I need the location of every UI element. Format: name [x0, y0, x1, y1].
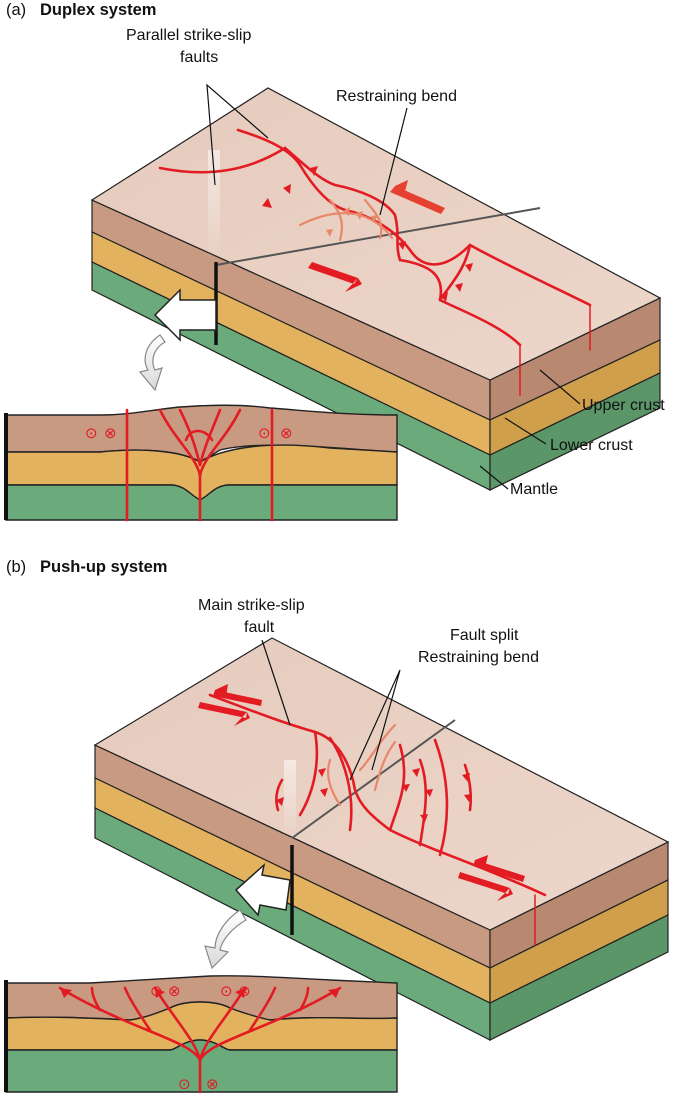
- mantle-side-a: [489, 372, 661, 491]
- out-of-page-symbol: ⊙: [85, 424, 98, 442]
- view-direction-arrow-icon: [204, 909, 247, 970]
- fault-main-a: [343, 208, 592, 307]
- leader-parallel-faults: [206, 83, 269, 186]
- panel-b: (b) Push-up system: [4, 558, 670, 1094]
- cut-line-a: [215, 207, 541, 266]
- xs-mantle-a: [5, 484, 398, 521]
- fault-restraining-3-a: [363, 198, 383, 240]
- out-of-page-symbol: ⊙: [220, 982, 233, 1000]
- view-direction-arrow-icon: [138, 334, 166, 392]
- label-lower-crust-a: Lower crust: [550, 437, 633, 454]
- into-page-symbol: ⊗: [238, 982, 251, 1000]
- block-diagram-a: [90, 87, 662, 491]
- leader-restraining-bend-a: [379, 107, 408, 216]
- motion-arrow-icon: [308, 262, 362, 292]
- view-direction-arrow-icon: [234, 862, 291, 917]
- top-surface-a: [90, 87, 662, 381]
- into-page-symbol: ⊗: [168, 982, 181, 1000]
- label-upper-crust-a: Upper crust: [582, 397, 665, 414]
- out-of-page-symbol: ⊙: [178, 1075, 191, 1093]
- mantle-side-b: [489, 914, 669, 1041]
- motion-arrow-icon: [458, 872, 513, 901]
- view-direction-arrow-icon: [153, 288, 217, 342]
- panel-a-letter: (a): [6, 1, 26, 19]
- motion-arrow-icon: [390, 180, 445, 214]
- block-diagram-b: [93, 637, 670, 1041]
- panel-b-title: Push-up system: [40, 558, 167, 576]
- fault-north-a: [158, 146, 287, 174]
- cut-line-b: [291, 719, 456, 839]
- cross-section-a: ⊙ ⊗ ⊙ ⊗: [4, 404, 398, 522]
- label-main-fault-line2: fault: [244, 619, 275, 636]
- panel-a: (a) Duplex system: [4, 1, 665, 522]
- label-parallel-faults-line1: Parallel strike-slip: [126, 27, 251, 44]
- motion-arrow-icon: [213, 684, 262, 706]
- out-of-page-symbol: ⊙: [150, 982, 163, 1000]
- into-page-symbol: ⊗: [280, 424, 293, 442]
- label-restraining-bend-a: Restraining bend: [336, 88, 457, 105]
- motion-arrow-icon: [473, 855, 525, 882]
- label-restraining-bend-b: Restraining bend: [418, 649, 539, 666]
- thrust-teeth-a: [262, 166, 473, 302]
- fault-restraining-2-a: [328, 198, 344, 242]
- motion-arrow-icon: [198, 702, 250, 726]
- panel-a-title: Duplex system: [40, 1, 156, 19]
- leader-fault-split: [349, 669, 401, 781]
- label-main-fault-line1: Main strike-slip: [198, 597, 305, 614]
- cross-section-b: ⊙ ⊗ ⊙ ⊗ ⊙ ⊗: [4, 975, 398, 1094]
- panel-b-letter: (b): [6, 558, 26, 576]
- out-of-page-symbol: ⊙: [258, 424, 271, 442]
- into-page-symbol: ⊗: [206, 1075, 219, 1093]
- label-parallel-faults-line2: faults: [180, 49, 218, 66]
- label-mantle-a: Mantle: [510, 481, 558, 498]
- into-page-symbol: ⊗: [104, 424, 117, 442]
- label-fault-split: Fault split: [450, 627, 519, 644]
